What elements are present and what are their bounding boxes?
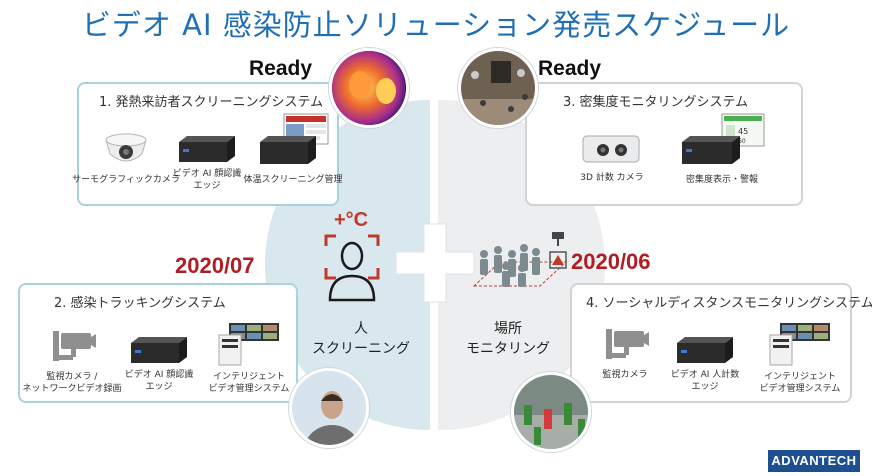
- panel-density-monitoring: 3. 密集度モニタリングシステム 3D 計数 カメラ 45 60 密集度表示・警…: [525, 82, 803, 206]
- counting-camera-icon: [582, 135, 640, 163]
- device-surveillance-camera: 監視カメラ: [590, 325, 660, 381]
- svg-text:45: 45: [738, 127, 748, 136]
- video-wall-server-icon: [769, 323, 830, 366]
- device-caption: 監視カメラ / ネットワークビデオ録画: [22, 372, 122, 394]
- panel-social-distance-monitoring: 4. ソーシャルディスタンスモニタリングシステム 監視カメラ ビデオ AI 人計…: [570, 283, 872, 403]
- device-caption: 体温スクリーニング管理: [243, 175, 343, 185]
- management-server-icon: [260, 113, 329, 164]
- dome-camera-icon: [105, 133, 147, 162]
- device-temperature-management: 体温スクリーニング管理: [244, 112, 343, 186]
- device-caption: サーモグラフィックカメラ: [72, 175, 180, 185]
- device-caption: ビデオ AI 人計数 エッジ: [670, 370, 740, 392]
- device-caption: 3D 計数 カメラ: [580, 173, 644, 183]
- release-date-distance: 2020/06: [571, 249, 651, 274]
- ready-label-left: Ready: [249, 57, 313, 80]
- crowd-overhead-photo: [458, 48, 538, 128]
- release-date-tracking: 2020/07: [175, 253, 255, 278]
- device-thermal-camera: サーモグラフィックカメラ: [72, 124, 180, 186]
- edge-box-icon: [131, 337, 187, 363]
- device-ai-people-counting-edge: ビデオ AI 人計数 エッジ: [664, 335, 746, 393]
- thermal-image-photo: [329, 48, 409, 128]
- ready-label-right: Ready: [538, 57, 602, 80]
- panel-title: 1. 発熱来訪者スクリーニングシステム: [99, 95, 324, 110]
- face-recognition-photo: [289, 368, 369, 448]
- device-caption: ビデオ AI 顔認識 エッジ: [172, 169, 242, 191]
- svg-text:60: 60: [738, 138, 746, 145]
- surveillance-camera-icon: [606, 329, 649, 359]
- device-density-display: 45 60 密集度表示・警報: [672, 112, 772, 186]
- device-caption: インテリジェント ビデオ管理システム: [759, 372, 841, 394]
- panel-title: 2. 感染トラッキングシステム: [54, 296, 226, 311]
- density-display-icon: 45 60: [682, 113, 765, 164]
- device-3d-counting-camera: 3D 計数 カメラ: [567, 130, 657, 184]
- page-title: ビデオ AI 感染防止ソリューション発売スケジュール: [81, 8, 791, 42]
- edge-box-icon: [677, 337, 733, 363]
- people-screening-label: 人 スクリーニング: [312, 321, 410, 357]
- device-ai-edge: ビデオ AI 顔認識 エッジ: [169, 134, 245, 192]
- face-scan-icon: [324, 234, 380, 302]
- panel-title: 4. ソーシャルディスタンスモニタリングシステム: [586, 296, 872, 311]
- video-wall-server-icon: [218, 323, 279, 366]
- device-video-management-system: インテリジェント ビデオ管理システム: [202, 321, 296, 395]
- device-caption: 監視カメラ: [602, 370, 648, 380]
- device-caption: 密集度表示・警報: [685, 175, 758, 185]
- device-video-management-system: インテリジェント ビデオ管理システム: [752, 321, 848, 395]
- crowd-monitoring-icon: [472, 232, 568, 287]
- temperature-symbol: +°C: [334, 209, 369, 231]
- device-surveillance-camera-nvr: 監視カメラ / ネットワークビデオ録画: [22, 327, 122, 395]
- device-caption: ビデオ AI 顔認識 エッジ: [124, 370, 194, 392]
- panel-fever-screening: 1. 発熱来訪者スクリーニングシステム サーモグラフィックカメラ ビデオ AI …: [72, 82, 343, 206]
- social-distance-photo: [511, 372, 591, 452]
- panel-infection-tracking: 2. 感染トラッキングシステム 監視カメラ / ネットワークビデオ録画 ビデオ …: [18, 283, 298, 403]
- device-ai-edge: ビデオ AI 顔認識 エッジ: [120, 335, 198, 393]
- panel-title: 3. 密集度モニタリングシステム: [563, 95, 749, 110]
- plus-icon: [395, 223, 475, 303]
- edge-box-icon: [179, 136, 235, 162]
- surveillance-camera-icon: [53, 331, 96, 361]
- place-monitoring-label: 場所 モニタリング: [466, 321, 550, 357]
- advantech-logo: ADVANTECH: [768, 450, 860, 472]
- device-caption: インテリジェント ビデオ管理システム: [208, 372, 290, 394]
